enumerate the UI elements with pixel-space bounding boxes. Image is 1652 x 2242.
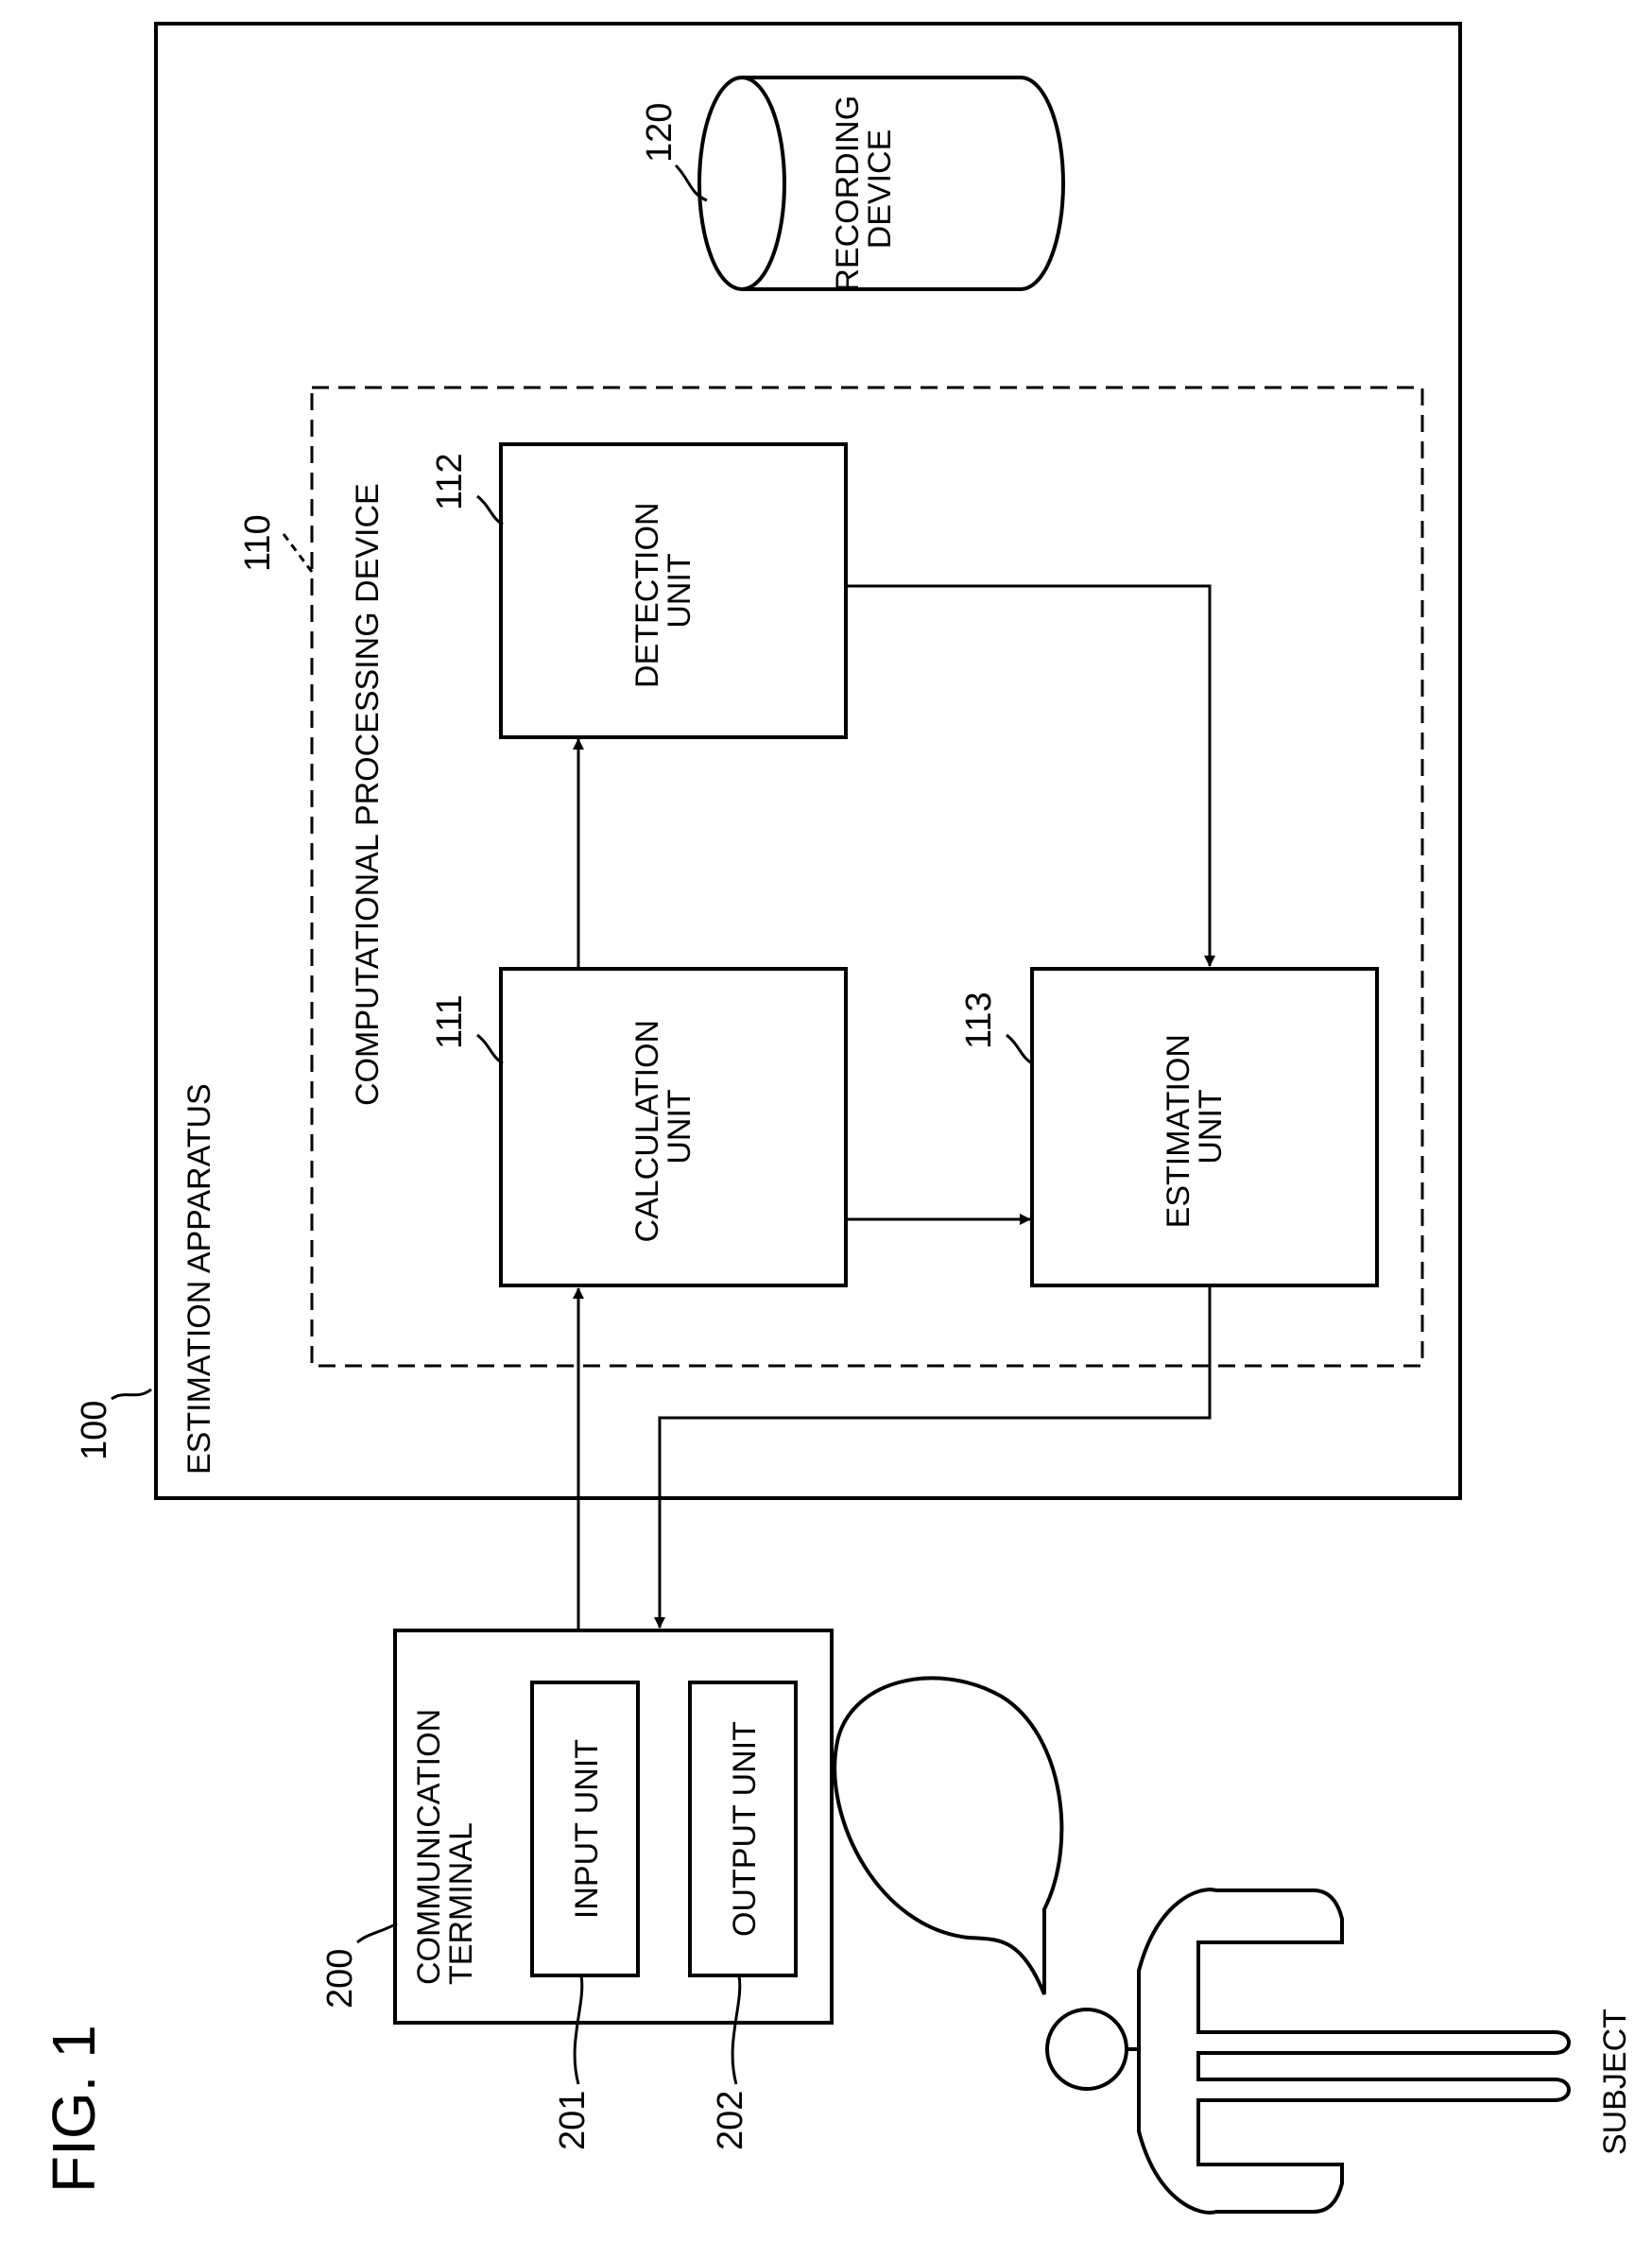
detection-unit-leader: [477, 496, 503, 525]
computational-processing-device-label: COMPUTATIONAL PROCESSING DEVICE: [350, 483, 386, 1106]
communication-terminal-label: COMMUNICATION TERMINAL: [411, 1699, 479, 1985]
detection-unit-label: DETECTION UNIT: [629, 493, 697, 688]
calculation-unit-label: CALCULATION UNIT: [629, 1011, 697, 1243]
figure-label: FIG. 1: [40, 2025, 108, 2193]
detection-unit-ref: 112: [430, 453, 470, 510]
arrow-estimation-to-terminal: [660, 1285, 1210, 1628]
recording-device-ref: 120: [640, 103, 680, 163]
estimation-apparatus-label: ESTIMATION APPARATUS: [181, 1083, 217, 1475]
estimation-apparatus-ref: 100: [75, 1401, 114, 1460]
communication-terminal-leader: [357, 1923, 397, 1942]
computational-processing-device-leader: [284, 534, 312, 572]
recording-device-label: RECORDING DEVICE: [830, 86, 898, 291]
calculation-unit-ref: 111: [430, 994, 470, 1049]
output-unit-label: OUTPUT UNIT: [727, 1721, 763, 1937]
output-unit-ref: 202: [711, 2091, 750, 2150]
subject-figure: [1047, 1889, 1569, 2213]
estimation-apparatus-leader: [112, 1389, 151, 1399]
recording-device-leader: [676, 165, 707, 200]
estimation-unit-label: ESTIMATION UNIT: [1161, 1026, 1229, 1229]
subject-label: SUBJECT: [1597, 2009, 1633, 2155]
arrow-detection-to-estimation: [846, 586, 1210, 966]
input-unit-label: INPUT UNIT: [569, 1739, 605, 1919]
estimation-unit-leader: [1007, 1035, 1032, 1063]
speech-bubble: [835, 1678, 1061, 1994]
computational-processing-device-ref: 110: [238, 514, 278, 572]
estimation-unit-ref: 113: [959, 992, 999, 1049]
input-unit-ref: 201: [553, 2091, 593, 2150]
communication-terminal-ref: 200: [320, 1949, 360, 2009]
input-unit-leader: [575, 1975, 582, 2084]
calculation-unit-leader: [477, 1035, 503, 1063]
output-unit-leader: [732, 1975, 740, 2084]
